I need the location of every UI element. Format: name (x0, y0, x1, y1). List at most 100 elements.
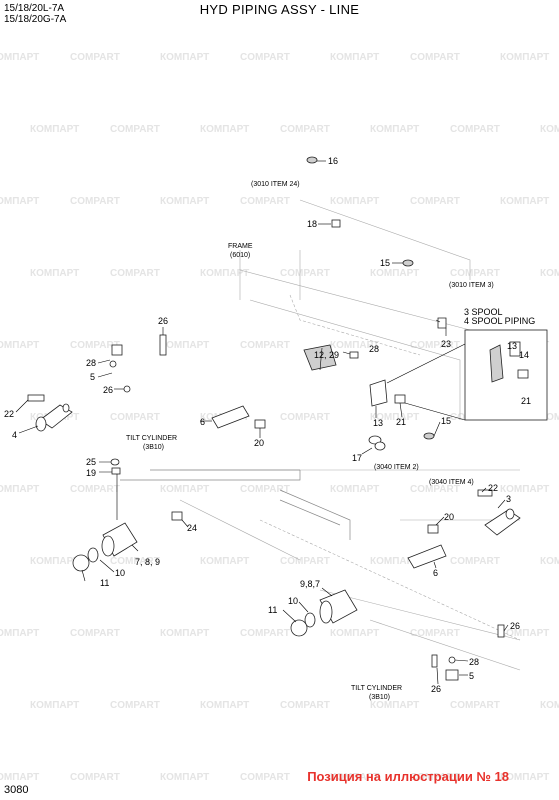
watermark-text: КОМПАРТ (160, 628, 209, 639)
part-22-fitting-right (477, 489, 493, 497)
watermark-text: COMPART (70, 628, 120, 639)
watermark-text: КОМПАРТ (0, 772, 39, 783)
position-note: Позиция на иллюстрации № 18 (307, 769, 509, 784)
watermark-text: КОМПАРТ (370, 556, 419, 567)
reference-notes: (3010 ITEM 24) FRAME (6010) (3010 ITEM 3… (126, 181, 535, 701)
watermark-text: COMPART (280, 124, 330, 135)
callout-26: 26 (103, 385, 113, 395)
note-tilt-cylinder-right: TILT CYLINDER (351, 685, 402, 692)
watermark-text: COMPART (70, 772, 120, 783)
callout-11: 11 (100, 578, 109, 588)
watermark-text: КОМПАРТ (30, 268, 79, 279)
watermark-text: КОМПАРТ (500, 52, 549, 63)
watermark-text: КОМПАРТ (200, 268, 249, 279)
part-24-plug (171, 511, 183, 521)
note-3040-item-2: (3040 ITEM 2) (374, 464, 419, 471)
watermark-text: COMPART (450, 124, 500, 135)
watermark-text: COMPART (410, 52, 460, 63)
callout-22: 22 (488, 483, 498, 493)
callout-10: 10 (115, 568, 125, 578)
callout-19: 19 (86, 468, 96, 478)
part-12-bracket (303, 344, 337, 371)
callout-13: 13 (507, 341, 517, 351)
part-cylinder-right (290, 589, 358, 637)
part-3-hose-right (484, 508, 521, 536)
watermark-text: COMPART (70, 340, 120, 351)
callout-13: 13 (373, 418, 383, 428)
part-6-clamp-upper (211, 405, 250, 429)
watermark-text: COMPART (240, 628, 290, 639)
watermark-text: КОМПАРТ (200, 700, 249, 711)
watermark-text: COMPART (280, 412, 330, 423)
watermark-text: КОМПАРТ (370, 124, 419, 135)
part-22-fitting-left (27, 394, 45, 402)
part-28-5-fitting-right (431, 654, 459, 681)
watermark-text: КОМПАРТ (160, 484, 209, 495)
watermark-text: COMPART (70, 52, 120, 63)
watermark-text: КОМПАРТ (0, 196, 39, 207)
watermark-text: КОМПАРТ (540, 124, 559, 135)
callout-21: 21 (521, 396, 531, 406)
watermark-text: COMPART (110, 124, 160, 135)
note-tilt-cylinder-left-code: (3B10) (143, 444, 164, 451)
callout-11: 11 (268, 605, 277, 615)
watermark-text: КОМПАРТ (330, 196, 379, 207)
note-spool: 3 SPOOL (464, 307, 503, 317)
watermark-text: COMPART (240, 52, 290, 63)
callout-16: 16 (328, 156, 338, 166)
watermark-text: КОМПАРТ (500, 772, 549, 783)
part-15-plug-mid (423, 432, 435, 440)
callout-5: 5 (90, 372, 95, 382)
note-3010-item-3: (3010 ITEM 3) (449, 282, 494, 289)
callout-6: 6 (200, 417, 205, 427)
callout-10: 10 (288, 596, 298, 606)
watermark-text: COMPART (110, 268, 160, 279)
watermark-text: КОМПАРТ (30, 700, 79, 711)
callout-18: 18 (307, 219, 317, 229)
page-number: 3080 (4, 784, 29, 796)
watermark-text: КОМПАРТ (160, 196, 209, 207)
watermark-text: КОМПАРТ (370, 268, 419, 279)
part-23-connector (435, 317, 447, 329)
part-13-bracket (369, 379, 388, 407)
watermark-text: КОМПАРТ (540, 556, 559, 567)
leader-lines (15, 160, 509, 685)
part-20-fitting-lower (427, 524, 439, 534)
part-4-hose-left (35, 403, 73, 432)
watermark-text: КОМПАРТ (540, 268, 559, 279)
note-spool-piping: 4 SPOOL PIPING (464, 316, 535, 326)
watermark-text: COMPART (110, 556, 160, 567)
watermark-text: КОМПАРТ (540, 412, 559, 423)
watermark-text: КОМПАРТ (160, 340, 209, 351)
watermark-text: КОМПАРТ (370, 412, 419, 423)
watermark-text: КОМПАРТ (0, 52, 39, 63)
callout-3: 3 (506, 494, 511, 504)
watermark-text: COMPART (110, 700, 160, 711)
note-3040-item-4: (3040 ITEM 4) (429, 479, 474, 486)
note-tilt-cylinder-left: TILT CYLINDER (126, 435, 177, 442)
watermark-text: COMPART (280, 268, 330, 279)
callout-20: 20 (444, 512, 454, 522)
page-title: HYD PIPING ASSY - LINE (199, 2, 360, 17)
frame-linework (120, 199, 521, 671)
watermark-text: COMPART (280, 700, 330, 711)
callout-6: 6 (433, 568, 438, 578)
part-cylinder-left (72, 522, 138, 572)
watermark-text: КОМПАРТ (330, 628, 379, 639)
watermark-text: COMPART (410, 628, 460, 639)
watermark-text: КОМПАРТ (200, 124, 249, 135)
callout-5: 5 (469, 671, 474, 681)
part-15-plug-top (402, 259, 414, 267)
callout-28: 28 (86, 358, 96, 368)
part-26-clip-right (497, 624, 505, 638)
note-frame-code: (6010) (230, 252, 250, 259)
watermark-text: COMPART (280, 556, 330, 567)
callout-labels: 16 18 15 26 28 5 26 22 4 28 12, 29 23 13… (4, 156, 531, 694)
part-18-elbow (331, 219, 341, 228)
callout-15: 15 (380, 258, 390, 268)
callout-14: 14 (519, 350, 529, 360)
part-21-fitting-center (394, 394, 406, 404)
watermark-text: COMPART (240, 196, 290, 207)
callout-28: 28 (369, 344, 379, 354)
callout-28: 28 (469, 657, 479, 667)
